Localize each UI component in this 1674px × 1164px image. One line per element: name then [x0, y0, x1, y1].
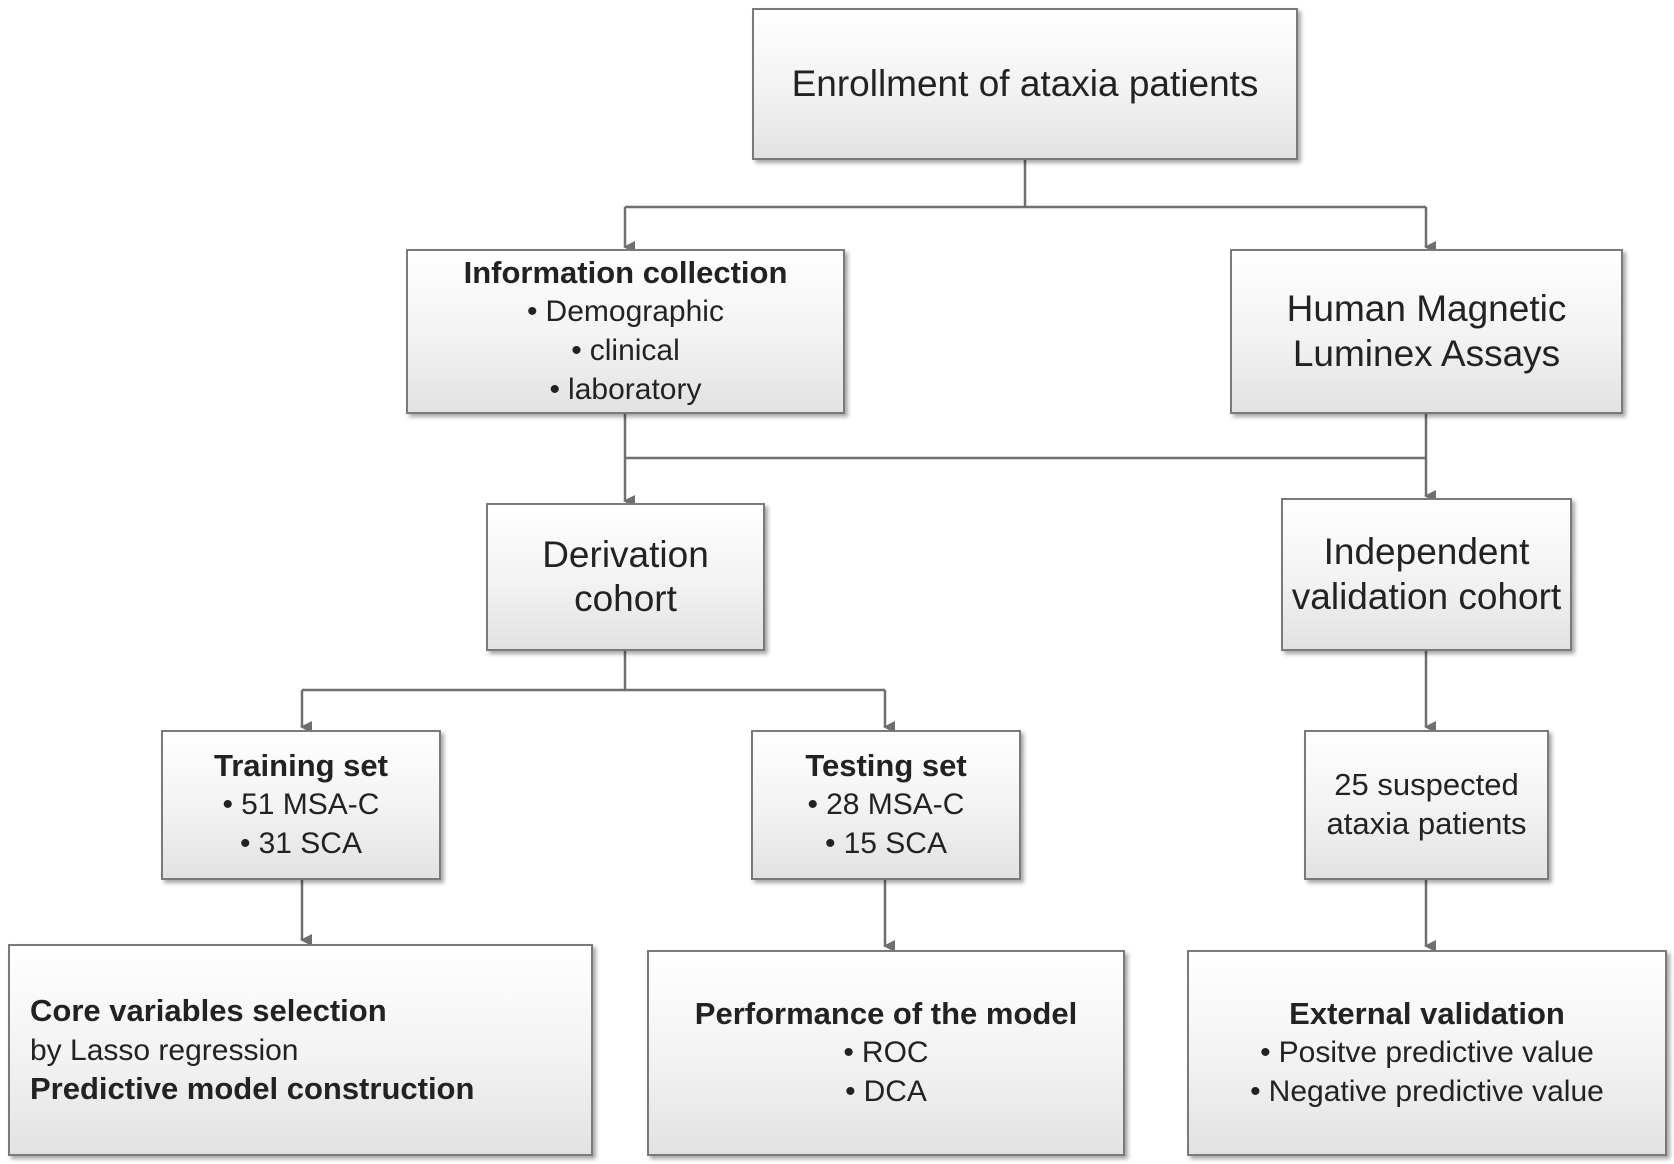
testing-item-msa: 28 MSA-C: [808, 785, 964, 824]
core-line3: Predictive model construction: [30, 1070, 475, 1106]
performance-item-roc: ROC: [843, 1033, 929, 1072]
training-title: Training set: [214, 747, 388, 783]
training-item-msa: 51 MSA-C: [223, 785, 379, 824]
external-item-ppv: Positve predictive value: [1260, 1033, 1594, 1072]
information-collection-title: Information collection: [463, 254, 788, 290]
validation-line2: validation cohort: [1291, 575, 1562, 617]
info-item-clinical: clinical: [571, 331, 680, 370]
external-item-npv: Negative predictive value: [1250, 1072, 1604, 1111]
suspected-line1: 25 suspected: [1334, 767, 1519, 803]
performance-item-dca: DCA: [845, 1072, 927, 1111]
validation-cohort-box: Independent validation cohort: [1281, 498, 1572, 651]
info-item-demographic: Demographic: [527, 292, 724, 331]
testing-item-sca: 15 SCA: [825, 824, 947, 863]
training-item-sca: 31 SCA: [240, 824, 362, 863]
core-variables-box: Core variables selection by Lasso regres…: [8, 944, 593, 1156]
information-collection-box: Information collection Demographic clini…: [406, 249, 845, 414]
performance-title: Performance of the model: [694, 995, 1078, 1031]
luminex-line1: Human Magnetic: [1286, 288, 1567, 330]
derivation-line1: Derivation: [542, 533, 709, 575]
testing-set-box: Testing set 28 MSA-C 15 SCA: [751, 730, 1021, 880]
enrollment-box: Enrollment of ataxia patients: [752, 8, 1298, 160]
suspected-patients-box: 25 suspected ataxia patients: [1304, 730, 1549, 880]
core-line1: Core variables selection: [30, 992, 387, 1028]
validation-line1: Independent: [1323, 531, 1530, 573]
testing-title: Testing set: [805, 747, 967, 783]
external-validation-box: External validation Positve predictive v…: [1187, 950, 1667, 1156]
derivation-line2: cohort: [574, 578, 677, 619]
core-line2: by Lasso regression: [30, 1033, 299, 1067]
info-item-laboratory: laboratory: [550, 370, 701, 409]
luminex-box: Human Magnetic Luminex Assays: [1230, 249, 1623, 414]
derivation-cohort-box: Derivation cohort: [486, 503, 765, 651]
training-set-box: Training set 51 MSA-C 31 SCA: [161, 730, 441, 880]
suspected-line2: ataxia patients: [1326, 806, 1527, 841]
performance-box: Performance of the model ROC DCA: [647, 950, 1125, 1156]
luminex-line2: Luminex Assays: [1292, 332, 1561, 374]
external-title: External validation: [1289, 995, 1565, 1031]
enrollment-title: Enrollment of ataxia patients: [791, 62, 1259, 104]
